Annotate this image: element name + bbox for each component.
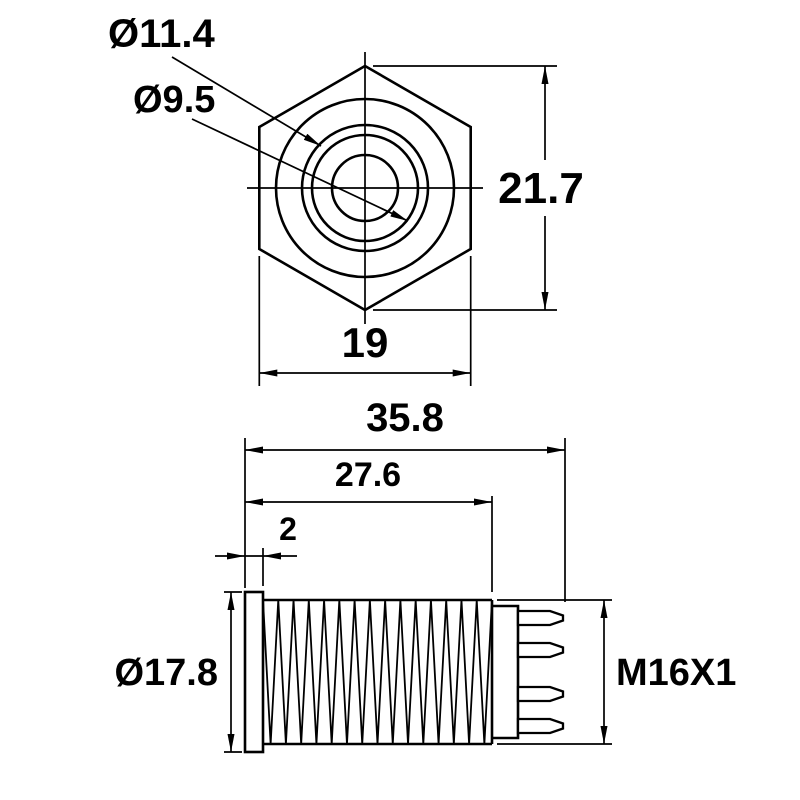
label-height-across-corners: 21.7: [498, 164, 584, 213]
dim-width-19: [258, 256, 472, 386]
terminal-pin-4: [516, 717, 565, 735]
dim-head-dia-17-8: [224, 591, 242, 753]
hex-nut-outline: [257, 64, 473, 312]
dia-11-4-leader: [171, 56, 322, 147]
side-view: 35.8 27.6 2 Ø17.8 M16X1: [114, 396, 736, 754]
label-width-across-flats: 19: [342, 319, 389, 366]
terminal-pin-2: [516, 641, 565, 659]
dim-thread-spec-m16x1: [497, 599, 612, 745]
led-ring-inner-circle: [310, 133, 420, 243]
dia-9-5-leader: [191, 118, 409, 222]
button-head: [243, 590, 265, 754]
label-head-thickness: 2: [279, 511, 297, 547]
dim-thread-length-27-6: [245, 496, 493, 592]
led-ring-outer-circle: [300, 123, 430, 253]
dim-head-thickness-2: [215, 548, 297, 586]
terminal-pin-3: [516, 685, 565, 703]
thread-zigzag: [262, 599, 493, 745]
top-view: Ø11.4 Ø9.5 21.7 19: [108, 12, 584, 386]
actuator-circle: [330, 153, 400, 223]
dim-overall-35-8: [244, 438, 566, 602]
label-led-ring-outer-dia: Ø11.4: [108, 12, 216, 56]
label-thread-length: 27.6: [335, 456, 401, 494]
bezel-circle: [274, 97, 456, 279]
terminal-pin-1: [516, 609, 565, 627]
label-head-dia: Ø17.8: [114, 652, 218, 694]
label-led-ring-inner-dia: Ø9.5: [133, 79, 215, 121]
label-overall-length: 35.8: [366, 396, 444, 440]
label-thread-spec: M16X1: [616, 652, 736, 694]
rear-housing: [492, 604, 520, 740]
dim-height-21-7: [373, 65, 557, 311]
